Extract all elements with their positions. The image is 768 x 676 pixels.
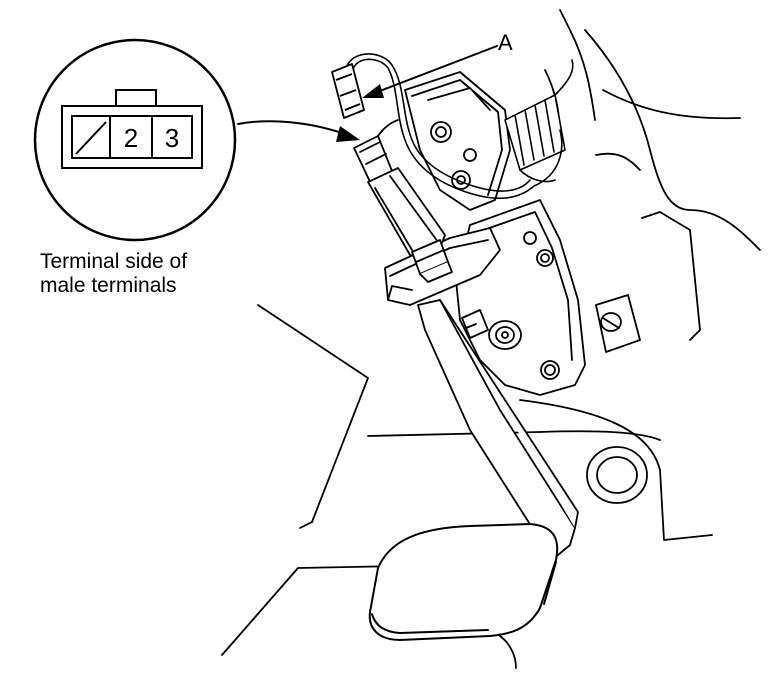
connector-caption: Terminal side of male terminals (40, 250, 300, 298)
detail-arrowhead (336, 126, 360, 142)
pedal-pad (368, 523, 559, 641)
label-a-arrowhead (362, 84, 384, 98)
caption-line-2: male terminals (40, 274, 177, 297)
connector-detail-callout: 2 3 (33, 38, 237, 242)
wire-harness (344, 53, 563, 200)
pin-label-3: 3 (165, 123, 179, 153)
empty-terminal-cavity (75, 121, 107, 155)
pushrod-boot (504, 59, 574, 183)
pin-label-2: 2 (124, 123, 138, 153)
connector-lock-tab (115, 89, 157, 107)
harness-connector-a (331, 63, 365, 119)
leader-lines (237, 45, 498, 135)
arrow-heads (336, 84, 384, 142)
detail-leader-arrow (237, 120, 346, 135)
clutch-pedal-position-switch (353, 119, 453, 283)
pedal-arm (417, 299, 579, 561)
caption-line-1: Terminal side of (40, 250, 188, 273)
connector-face (61, 89, 203, 169)
upper-bracket (404, 71, 511, 211)
label-a-leader-arrow (371, 45, 498, 95)
callout-label-a: A (498, 30, 513, 55)
